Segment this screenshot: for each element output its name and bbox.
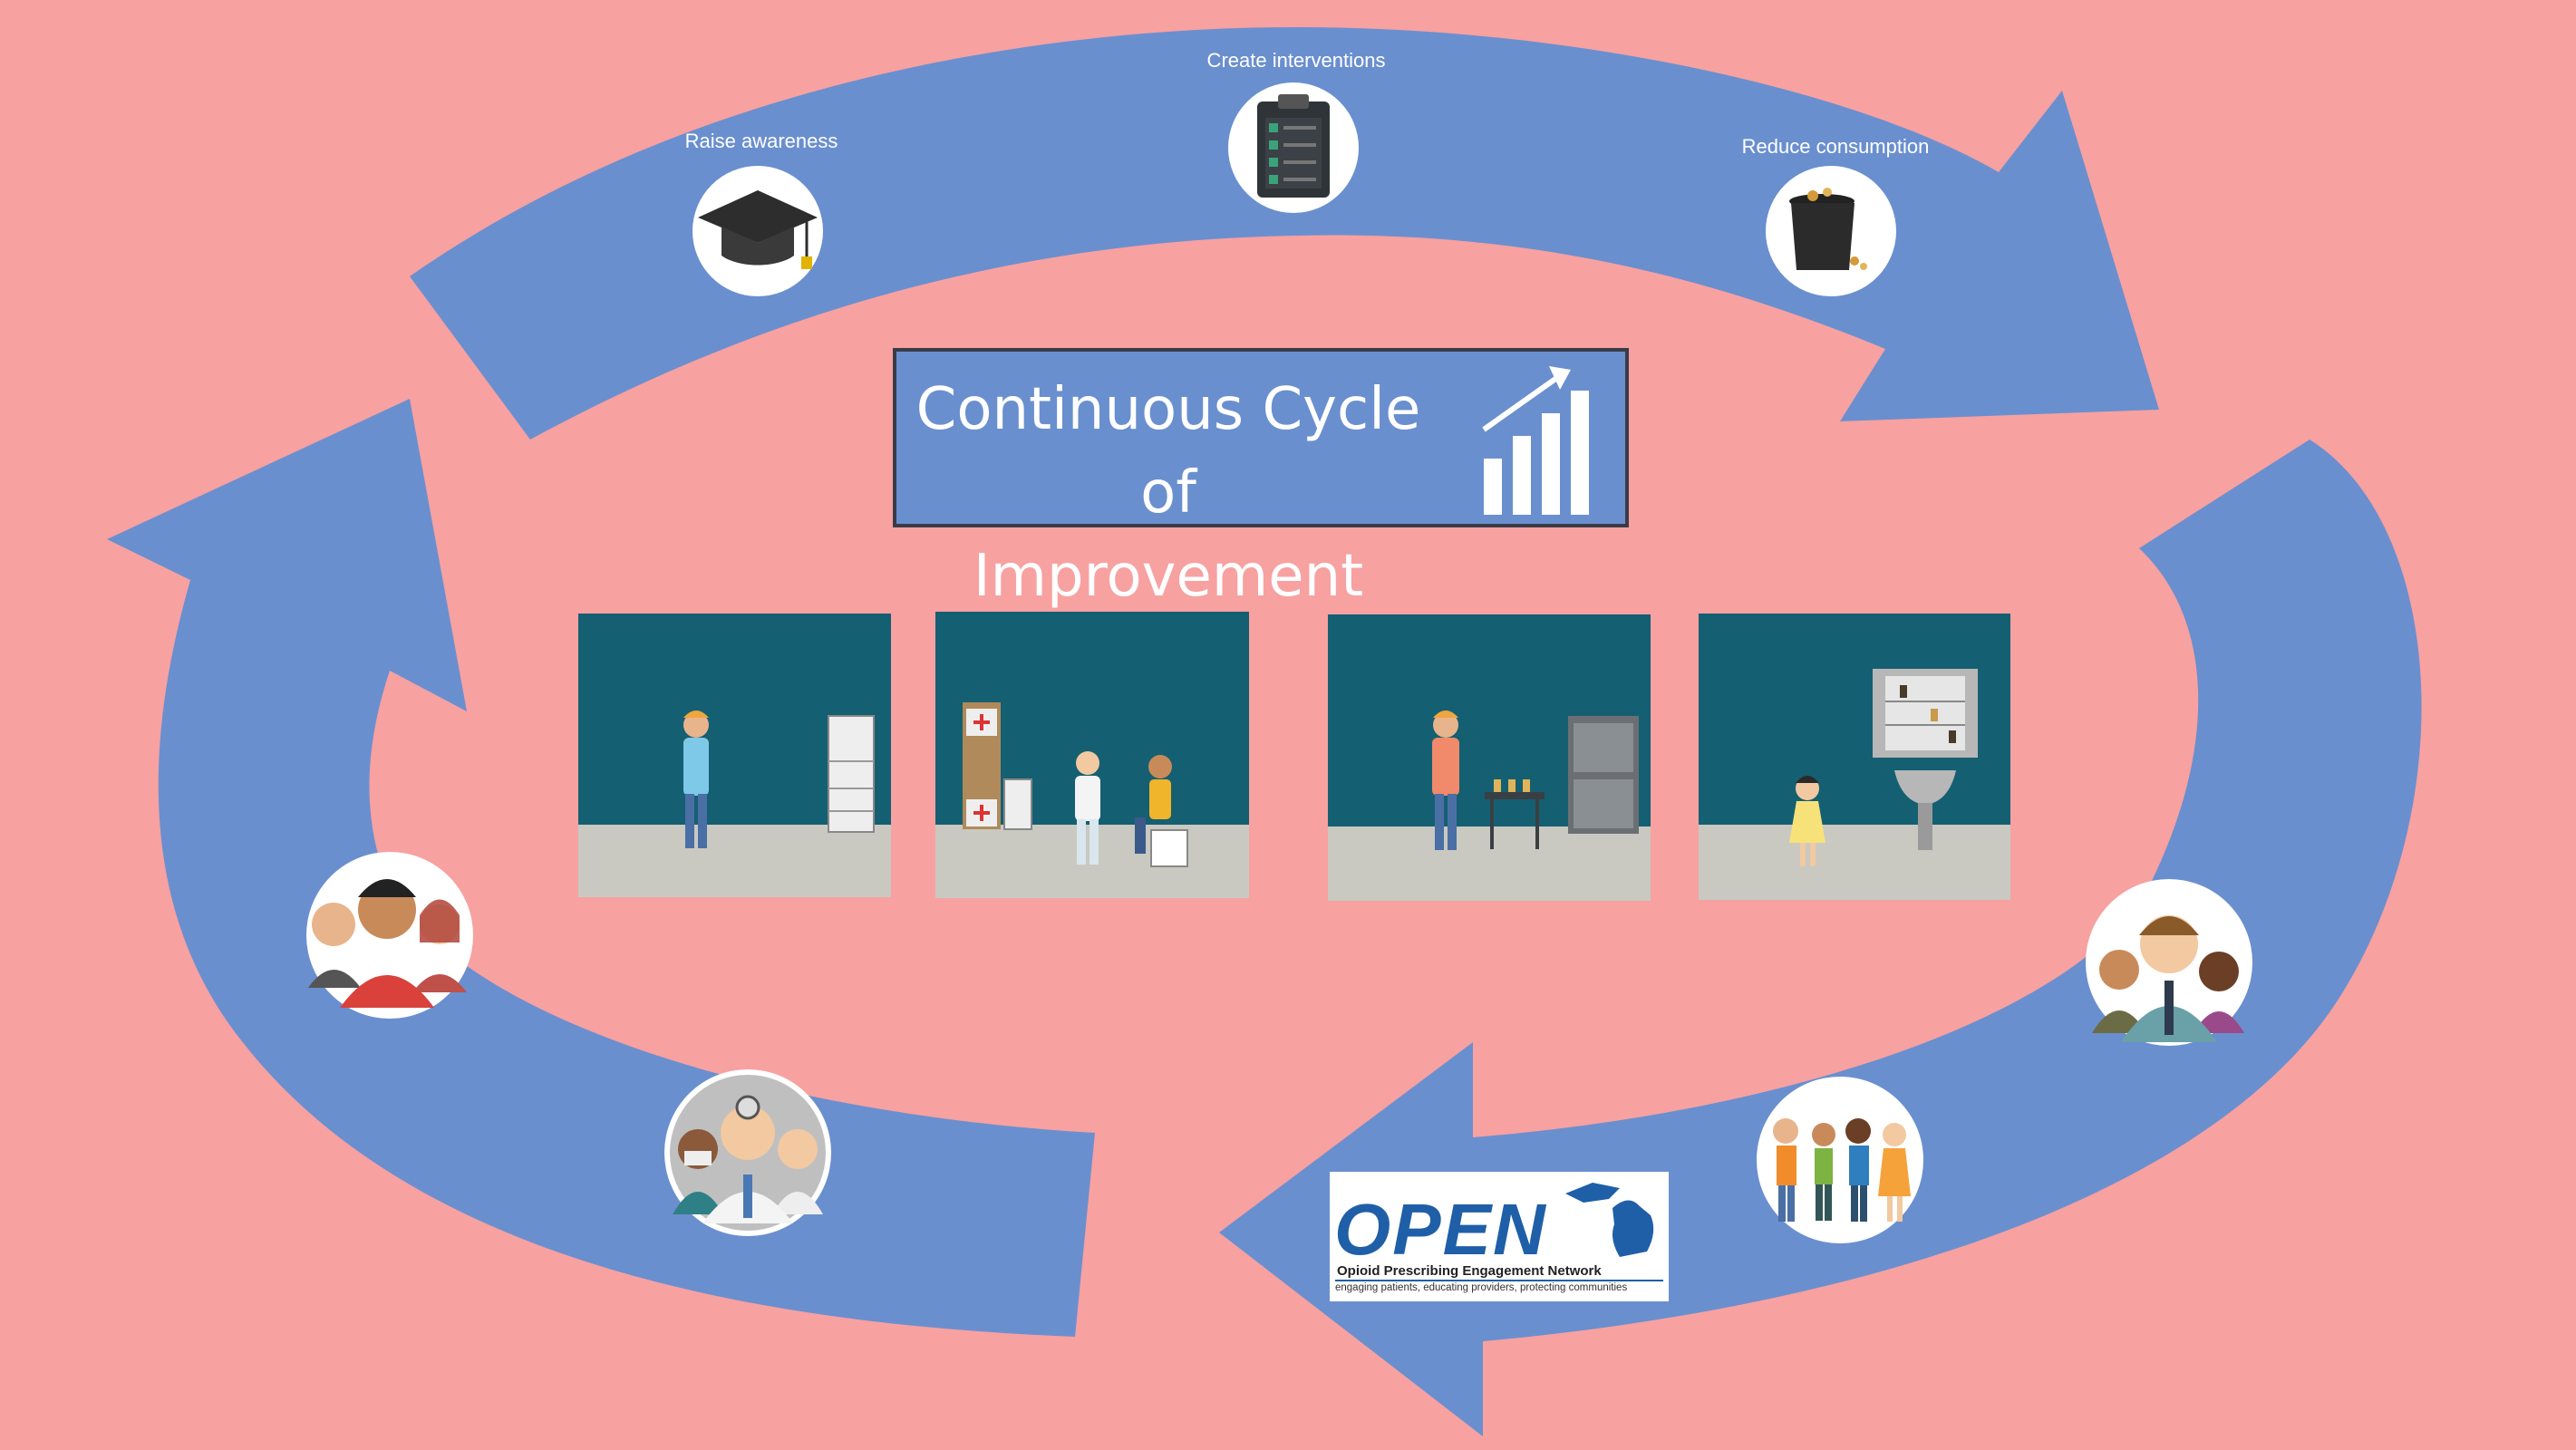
- cycle-arrow-top: [410, 27, 2159, 440]
- cycle-arrow-left: [107, 399, 1095, 1337]
- step-label-reduce-consumption: Reduce consumption: [1741, 135, 1930, 158]
- patient-pharmacy-scene: [1328, 614, 1651, 901]
- professionals-group-icon: [2086, 879, 2252, 1046]
- open-logo: OPEN Opioid Prescribing Engagement Netwo…: [1330, 1172, 1669, 1301]
- doctor-consultation-scene: [935, 612, 1249, 898]
- bathroom-cabinet-scene: [1699, 614, 2010, 900]
- logo-word: OPEN: [1334, 1189, 1547, 1270]
- step-label-raise-awareness: Raise awareness: [684, 130, 838, 152]
- michigan-map-icon: [1565, 1183, 1654, 1257]
- trash-bin-icon: [1766, 166, 1896, 296]
- title-line-2: Improvement: [973, 543, 1364, 610]
- community-group-icon: [306, 852, 473, 1019]
- title-box: Continuous Cycle of Improvement: [893, 348, 1629, 610]
- title-line-1: Continuous Cycle of: [915, 376, 1421, 527]
- logo-tagline: engaging patients, educating providers, …: [1335, 1282, 1628, 1293]
- patients-group-icon: [1757, 1077, 1923, 1243]
- logo-full-name: Opioid Prescribing Engagement Network: [1337, 1263, 1602, 1279]
- logo-divider: [1335, 1280, 1663, 1281]
- graduation-cap-icon: [692, 166, 823, 296]
- step-label-create-interventions: Create interventions: [1206, 49, 1386, 72]
- clipboard-checklist-icon: [1228, 82, 1359, 213]
- patient-standing-scene: [578, 614, 891, 897]
- clinicians-icon: [664, 1069, 831, 1236]
- bar-chart-growth-icon: [1482, 366, 1589, 515]
- page-title: Continuous Cycle of Improvement: [915, 368, 1422, 618]
